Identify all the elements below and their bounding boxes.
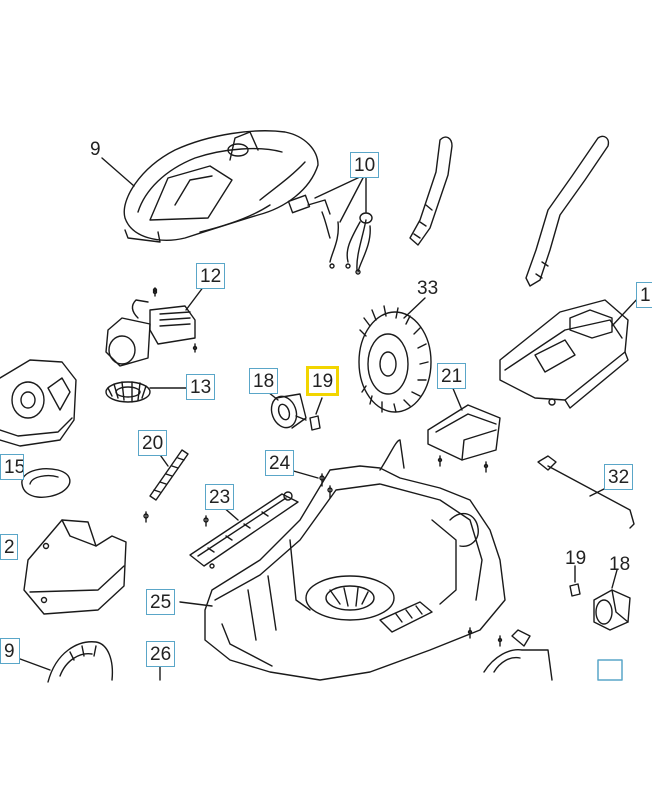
leader-10-a (315, 176, 362, 198)
part-label-9: 9 (90, 139, 101, 160)
part-13-fan-drawing (106, 382, 150, 402)
leader-25 (180, 602, 212, 606)
part-18-cap-upper-drawing (267, 393, 306, 431)
part-10-wiring-drawing (288, 195, 372, 274)
part-32-rod-drawing (538, 456, 634, 528)
part-9-wheel-lower-drawing (48, 642, 112, 682)
part-label-19-highlighted: 19 (306, 366, 340, 396)
part-stub-right-drawing (598, 660, 622, 680)
leader-10-b (340, 176, 364, 222)
leader-32 (590, 488, 606, 496)
part-label-18-lower: 18 (609, 554, 631, 575)
part-label-10: 10 (350, 152, 380, 178)
part-1-grassbox-drawing (500, 300, 628, 408)
leader-12 (186, 286, 204, 310)
leader-24 (290, 470, 318, 478)
handle-bar-right-drawing (526, 136, 608, 286)
part-12-motor-drawing (106, 288, 197, 366)
part-label-15: 15 (0, 454, 24, 480)
part-label-12: 12 (196, 263, 226, 289)
part-label-18: 18 (249, 368, 279, 394)
part-18-cap-lower-drawing (594, 590, 630, 630)
part-label-9-lower: 9 (0, 638, 20, 664)
part-label-20: 20 (138, 430, 168, 456)
part-label-33: 33 (417, 278, 439, 299)
motor-housing-drawing (0, 360, 76, 446)
leader-19-a (316, 398, 322, 414)
part-9-cover-drawing (124, 131, 318, 242)
part-label-24: 24 (265, 450, 295, 476)
leader-1 (612, 296, 640, 326)
part-label-2: 2 (0, 534, 18, 560)
part-2-cover-drawing (24, 520, 126, 614)
leader-9-a (102, 158, 134, 186)
part-label-25: 25 (146, 589, 176, 615)
part-label-13: 13 (186, 374, 216, 400)
part-23-bracket-drawing (144, 492, 298, 568)
rear-wheel-lower-right-drawing (484, 630, 552, 680)
leader-18-b (612, 570, 617, 588)
handle-bar-left-drawing (410, 137, 452, 245)
part-label-32: 32 (604, 464, 634, 490)
leader-21 (452, 386, 462, 410)
part-label-19-lower: 19 (565, 548, 587, 569)
part-label-23: 23 (205, 484, 235, 510)
part-20-strip-drawing (150, 450, 188, 500)
part-19-clip-upper-drawing (310, 416, 320, 430)
part-label-21: 21 (437, 363, 467, 389)
part-15-belt-drawing (22, 469, 70, 497)
part-25-deck-drawing (205, 440, 505, 680)
part-label-1: 1 (636, 282, 652, 308)
part-label-26: 26 (146, 641, 176, 667)
leader-33 (404, 298, 425, 318)
part-19-clip-lower-drawing (570, 584, 580, 596)
part-21-switchbox-drawing (428, 405, 500, 472)
part-33-wheel-drawing (359, 306, 431, 412)
